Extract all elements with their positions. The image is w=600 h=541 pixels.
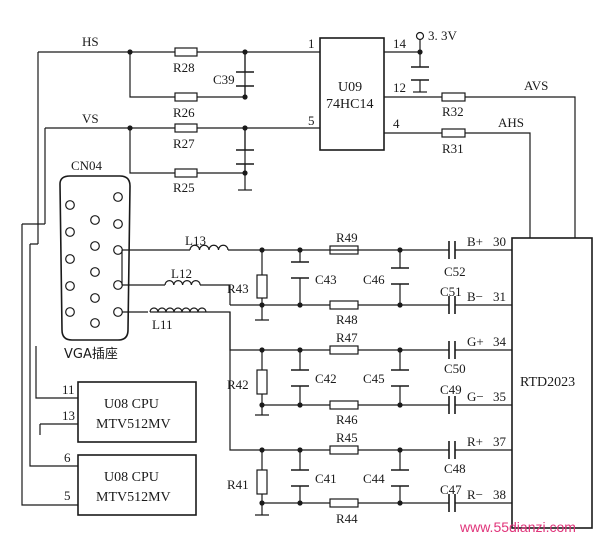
inductors: L13 L12 L11 xyxy=(149,233,229,332)
r49-label: R49 xyxy=(336,230,358,245)
l13-label: L13 xyxy=(185,233,206,248)
rtd-pin-30: 30 xyxy=(493,234,506,249)
r27-label: R27 xyxy=(173,136,195,151)
cpu1-line1: U08 CPU xyxy=(104,397,159,412)
c49-label: C49 xyxy=(440,382,462,397)
r26-label: R26 xyxy=(173,105,195,120)
input-r-minus: R− xyxy=(467,487,483,502)
u09-ref: U09 xyxy=(338,80,362,95)
u09-pin-5: 5 xyxy=(308,113,315,128)
cpu2-pin-6: 6 xyxy=(64,450,71,465)
resistor-labels: R28 R26 R27 R25 R32 R31 R49 R48 R47 R46 … xyxy=(173,60,464,526)
rtd2023-part: RTD2023 xyxy=(520,375,575,390)
label-ahs: AHS xyxy=(498,115,524,130)
input-g-plus: G+ xyxy=(467,334,484,349)
label-avs: AVS xyxy=(524,78,548,93)
r31-label: R31 xyxy=(442,141,464,156)
r25-label: R25 xyxy=(173,180,195,195)
u09-pin-14: 14 xyxy=(393,36,407,51)
rtd2023-chip: RTD2023 30 31 34 35 37 38 xyxy=(493,234,593,529)
rtd-pin-37: 37 xyxy=(493,434,507,449)
r48-label: R48 xyxy=(336,312,358,327)
cpu-block-1: U08 CPU MTV512MV 11 13 xyxy=(62,381,197,443)
r32-label: R32 xyxy=(442,104,464,119)
l12-label: L12 xyxy=(171,266,192,281)
u09-pin-1: 1 xyxy=(308,36,315,51)
r41-label: R41 xyxy=(227,477,249,492)
supply-label: 3. 3V xyxy=(428,28,458,43)
vga-connector: CN04 VGA插座 xyxy=(59,158,131,362)
ground-symbols xyxy=(238,91,427,516)
c47-label: C47 xyxy=(440,482,462,497)
rtd-pin-38: 38 xyxy=(493,487,506,502)
c39-label: C39 xyxy=(213,72,235,87)
r43-label: R43 xyxy=(227,281,249,296)
rtd-pin-35: 35 xyxy=(493,389,506,404)
u09-part: 74HC14 xyxy=(326,97,373,112)
input-b-minus: B− xyxy=(467,289,483,304)
c46-label: C46 xyxy=(363,272,385,287)
capacitors-vertical xyxy=(236,66,429,487)
cpu-block-2: U08 CPU MTV512MV 6 5 xyxy=(64,450,197,516)
resistors-horizontal xyxy=(174,47,466,508)
supply-3v3: 3. 3V xyxy=(415,28,458,43)
cpu2-pin-5: 5 xyxy=(64,488,71,503)
rtd-pin-34: 34 xyxy=(493,334,507,349)
cpu1-line2: MTV512MV xyxy=(96,417,171,432)
cn04-label: CN04 xyxy=(71,158,103,173)
capacitors-series xyxy=(445,241,459,512)
r28-label: R28 xyxy=(173,60,195,75)
vga-socket-caption: VGA插座 xyxy=(64,347,118,362)
input-r-plus: R+ xyxy=(467,434,483,449)
c42-label: C42 xyxy=(315,371,337,386)
c45-label: C45 xyxy=(363,371,385,386)
label-hs: HS xyxy=(82,34,99,49)
c44-label: C44 xyxy=(363,471,385,486)
cpu1-pin-11: 11 xyxy=(62,382,75,397)
rgb-input-labels: B+ B− G+ G− R+ R− xyxy=(467,234,484,502)
c41-label: C41 xyxy=(315,471,337,486)
signal-labels: HS VS AVS AHS xyxy=(82,34,548,130)
label-vs: VS xyxy=(82,111,99,126)
watermark: www.55dianzi.com xyxy=(459,519,576,535)
c51-label: C51 xyxy=(440,284,462,299)
input-b-plus: B+ xyxy=(467,234,483,249)
rtd-pin-31: 31 xyxy=(493,289,506,304)
resistors-vertical xyxy=(256,274,268,495)
c43-label: C43 xyxy=(315,272,337,287)
junction-dots xyxy=(127,49,423,506)
cpu2-line2: MTV512MV xyxy=(96,490,171,505)
c52-label: C52 xyxy=(444,264,466,279)
r42-label: R42 xyxy=(227,377,249,392)
u09-pin-12: 12 xyxy=(393,80,406,95)
c48-label: C48 xyxy=(444,461,466,476)
r46-label: R46 xyxy=(336,412,358,427)
u09-pin-4: 4 xyxy=(393,116,400,131)
capacitor-labels: C39 C43 C46 C42 C45 C41 C44 C52 C51 C50 … xyxy=(213,72,466,497)
r45-label: R45 xyxy=(336,430,358,445)
r44-label: R44 xyxy=(336,511,358,526)
input-g-minus: G− xyxy=(467,389,484,404)
r47-label: R47 xyxy=(336,330,358,345)
c50-label: C50 xyxy=(444,361,466,376)
u09-chip: U09 74HC14 1 5 14 12 4 xyxy=(308,36,407,151)
cpu2-line1: U08 CPU xyxy=(104,470,159,485)
cpu1-pin-13: 13 xyxy=(62,408,75,423)
l11-label: L11 xyxy=(152,317,172,332)
